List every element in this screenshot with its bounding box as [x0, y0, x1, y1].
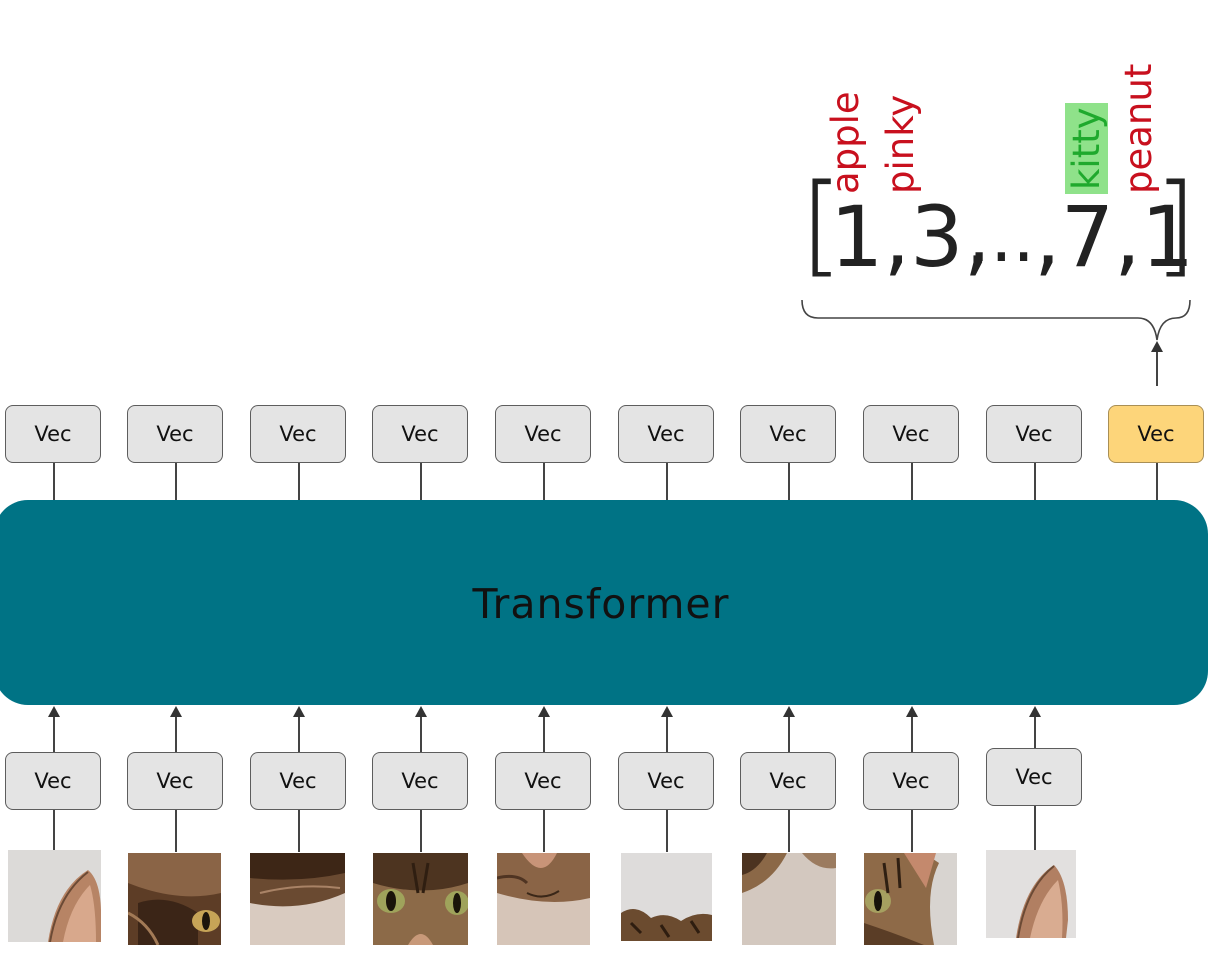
cat-chin-patch	[621, 853, 712, 941]
patch-connector	[53, 810, 55, 850]
input-arrow-shaft	[420, 715, 422, 752]
output-vec: Vec	[372, 405, 468, 463]
token-word-peanut: peanut	[1117, 63, 1160, 194]
output-connector	[666, 463, 668, 500]
output-connector	[911, 463, 913, 500]
output-vec: Vec	[618, 405, 714, 463]
output-vec: Vec	[250, 405, 346, 463]
input-vec: Vec	[863, 752, 959, 810]
grouping-brace	[801, 299, 1191, 341]
cat-face-patch	[373, 853, 468, 945]
input-arrow-head	[538, 706, 550, 717]
cat-body-patch	[742, 853, 836, 945]
token-word-apple: apple	[824, 91, 867, 194]
output-vec: Vec	[127, 405, 223, 463]
patch-connector	[788, 810, 790, 852]
output-connector	[788, 463, 790, 500]
input-vec: Vec	[618, 752, 714, 810]
input-arrow-head	[170, 706, 182, 717]
cat-mouth-patch	[497, 853, 590, 945]
token-ids-end: ,7,1	[1034, 188, 1195, 286]
input-arrow-head	[415, 706, 427, 717]
patch-connector	[911, 810, 913, 852]
patch-connector	[175, 810, 177, 852]
cat-eye-patch	[128, 853, 221, 945]
patch-connector	[543, 810, 545, 852]
output-connector	[53, 463, 55, 500]
input-arrow-shaft	[53, 715, 55, 752]
token-ids-ellipsis: ...	[968, 196, 1035, 278]
cat-eye-side-patch	[864, 853, 957, 945]
input-arrow-head	[783, 706, 795, 717]
input-arrow-shaft	[175, 715, 177, 752]
input-arrow-shaft	[1034, 715, 1036, 748]
output-connector	[175, 463, 177, 500]
output-connector	[298, 463, 300, 500]
cat-fur-patch	[250, 853, 345, 945]
input-vec: Vec	[127, 752, 223, 810]
output-vec: Vec	[986, 405, 1082, 463]
input-arrow-shaft	[788, 715, 790, 752]
output-vec-highlighted: Vec	[1108, 405, 1204, 463]
output-connector	[420, 463, 422, 500]
token-word-kitty: kitty	[1065, 103, 1108, 194]
input-vec: Vec	[250, 752, 346, 810]
input-arrow-head	[1029, 706, 1041, 717]
input-vec: Vec	[495, 752, 591, 810]
patch-connector	[298, 810, 300, 852]
input-vec: Vec	[740, 752, 836, 810]
output-connector	[1156, 463, 1158, 500]
input-arrow-head	[293, 706, 305, 717]
output-vec: Vec	[740, 405, 836, 463]
output-vec: Vec	[495, 405, 591, 463]
input-arrow-head	[48, 706, 60, 717]
transformer-label: Transformer	[472, 579, 730, 628]
input-arrow-head	[906, 706, 918, 717]
input-arrow-shaft	[666, 715, 668, 752]
output-connector	[543, 463, 545, 500]
cat-ear-patch	[8, 850, 101, 942]
input-vec: Vec	[5, 752, 101, 810]
cat-ear-side-patch	[986, 850, 1076, 938]
close-bracket: ]	[1154, 160, 1197, 288]
patch-connector	[1034, 806, 1036, 850]
output-arrow-head	[1151, 341, 1163, 352]
output-connector	[1034, 463, 1036, 500]
token-word-pinky: pinky	[879, 94, 922, 194]
input-arrow-shaft	[298, 715, 300, 752]
transformer-block: Transformer	[0, 500, 1208, 705]
open-bracket: [	[800, 160, 843, 288]
output-arrow-shaft	[1156, 352, 1158, 386]
input-arrow-shaft	[543, 715, 545, 752]
output-vec: Vec	[863, 405, 959, 463]
input-vec: Vec	[986, 748, 1082, 806]
patch-connector	[666, 810, 668, 852]
input-arrow-shaft	[911, 715, 913, 752]
input-vec: Vec	[372, 752, 468, 810]
patch-connector	[420, 810, 422, 852]
input-arrow-head	[661, 706, 673, 717]
output-vec: Vec	[5, 405, 101, 463]
token-ids-start: 1,3,	[830, 188, 991, 286]
